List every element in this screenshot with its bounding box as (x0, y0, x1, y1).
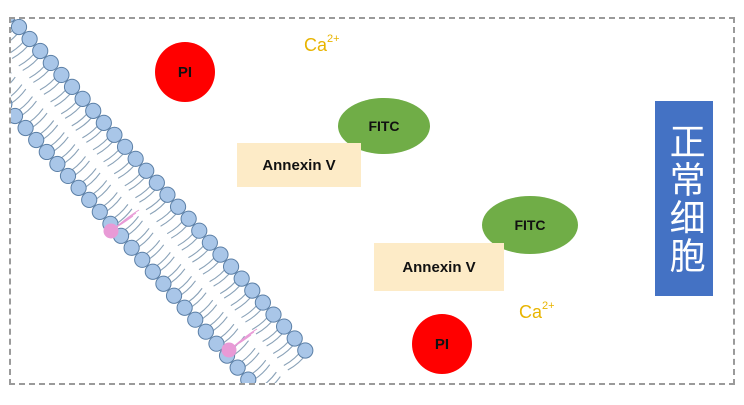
lipid-head (244, 282, 261, 299)
lipid-head (180, 210, 197, 227)
lipid-head (49, 155, 66, 173)
lipid-tail (11, 76, 16, 84)
lipid-head (144, 263, 161, 280)
lipid-head (28, 131, 45, 149)
lipid-tail (11, 88, 27, 105)
lipid-head (275, 318, 293, 335)
lipid-head (70, 179, 87, 197)
lipid-head (91, 203, 108, 220)
lipid-head (106, 126, 123, 143)
lipid-head (138, 162, 155, 179)
lipid-head (123, 239, 140, 256)
lipid-head (63, 78, 81, 96)
pi-molecule: PI (412, 314, 472, 374)
phosphatidylserine-tail (114, 209, 140, 229)
lipid-head (116, 138, 134, 155)
calcium-charge: 2+ (327, 33, 340, 45)
calcium-symbol: Ca (519, 302, 543, 322)
lipid-head (134, 251, 151, 268)
lipid-head (191, 222, 208, 239)
lipid-head (254, 294, 271, 311)
cell-membrane-bilayer (11, 19, 314, 385)
lipid-head (95, 114, 112, 131)
lipid-head (297, 342, 314, 359)
lipid-tail (274, 376, 281, 383)
annexin-v-label: Annexin V (262, 156, 336, 174)
normal-cell-label: 正常细胞 (663, 122, 705, 275)
pi-label: PI (434, 335, 450, 353)
lipid-head (222, 258, 240, 275)
calcium-ion: Ca2+ (519, 300, 555, 323)
lipid-head (38, 143, 55, 161)
lipid-head (176, 299, 193, 316)
lipid-head (212, 246, 229, 263)
lipid-head (165, 287, 183, 304)
calcium-charge: 2+ (542, 300, 555, 312)
annexin-v-box: Annexin V (374, 243, 504, 291)
lipid-head (74, 90, 91, 107)
lipid-head (85, 102, 102, 119)
lipid-head (127, 150, 144, 167)
lipid-head (201, 234, 218, 251)
annexin-v-box: Annexin V (237, 143, 361, 187)
lipid-head (233, 270, 250, 287)
pi-molecule: PI (155, 42, 215, 102)
lipid-head (187, 311, 204, 328)
lipid-head (197, 323, 214, 340)
phosphatidylserine-tail (232, 328, 258, 348)
lipid-head (42, 54, 59, 72)
calcium-symbol: Ca (304, 35, 328, 55)
lipid-head (53, 66, 70, 84)
lipid-head (286, 330, 303, 347)
normal-cell-label-box: 正常细胞 (655, 101, 713, 296)
lipid-head (81, 191, 98, 208)
pi-label: PI (177, 63, 193, 81)
fitc-label: FITC (368, 118, 400, 134)
lipid-head (148, 174, 165, 191)
lipid-head (155, 275, 172, 292)
lipid-head (169, 198, 187, 215)
lipid-head (265, 306, 282, 323)
phosphatidylserine-head (221, 342, 237, 358)
calcium-ion: Ca2+ (304, 33, 340, 56)
lipid-head (159, 186, 176, 203)
lipid-head (11, 99, 13, 109)
lipid-head (17, 119, 34, 137)
lipid-head (11, 107, 24, 125)
lipid-head (11, 19, 16, 23)
diagram-frame: PI PI Ca2+ Ca2+ FITC Annexin V FITC Anne… (9, 17, 735, 385)
annexin-v-label: Annexin V (402, 258, 476, 276)
lipid-head (208, 335, 225, 352)
lipid-head (251, 384, 266, 385)
lipid-head (240, 371, 257, 383)
lipid-tail (265, 371, 277, 383)
lipid-head (59, 167, 77, 185)
lipid-head (21, 30, 38, 48)
fitc-label: FITC (514, 217, 546, 233)
lipid-head (11, 19, 28, 36)
lipid-tail (11, 84, 23, 97)
phosphatidylserine-head (103, 223, 119, 239)
lipid-head (229, 359, 246, 376)
lipid-head (32, 42, 49, 60)
